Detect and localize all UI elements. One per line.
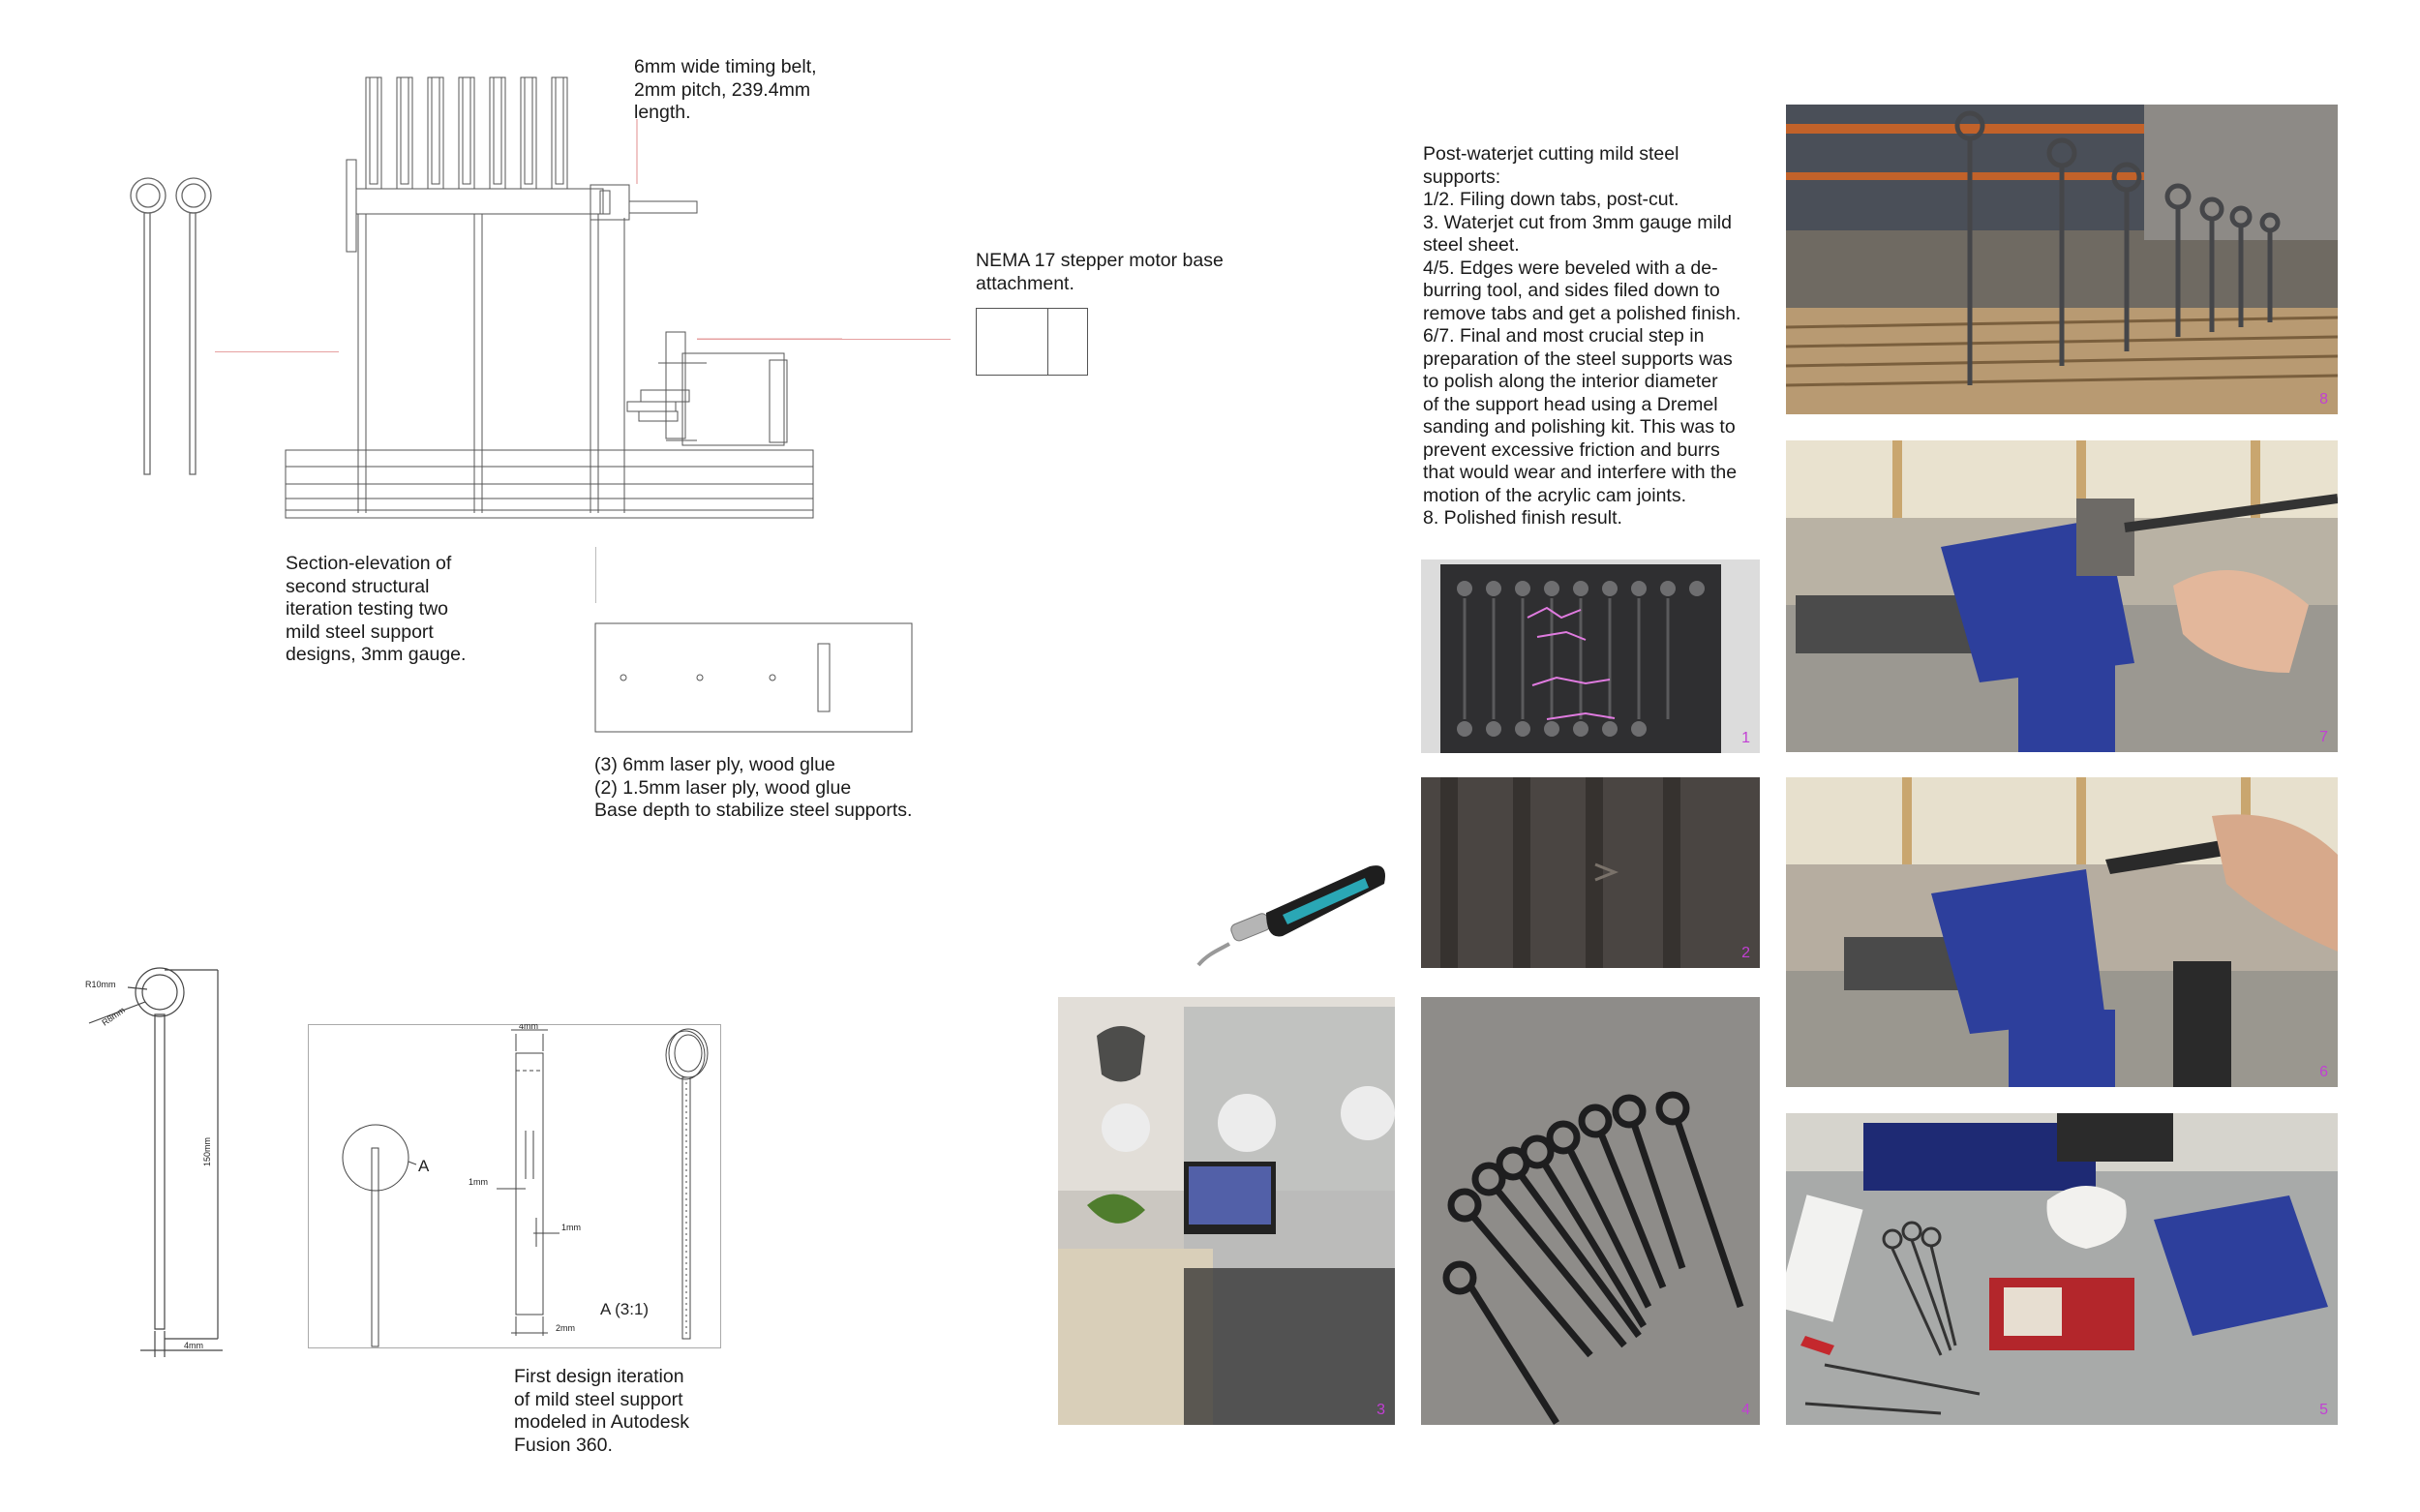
deburring-tool-image [1196, 865, 1385, 967]
detail-a-label: A [418, 1157, 430, 1175]
base-ply-caption: (3) 6mm laser ply, wood glue (2) 1.5mm l… [594, 754, 913, 821]
photo-number: 6 [2319, 1064, 2328, 1080]
photo-2-tab-closeup: 2 [1421, 777, 1760, 968]
top4-label: 4mm [519, 1024, 538, 1031]
one-mm-a-label: 1mm [469, 1177, 488, 1187]
photo-1-waterjet-sheet: 1 [1421, 559, 1760, 753]
detail-scale-label: A (3:1) [600, 1300, 649, 1318]
first-iteration-caption: First design iteration of mild steel sup… [514, 1366, 690, 1456]
photo-number: 7 [2319, 729, 2328, 745]
fusion-drawing-frame [308, 1024, 721, 1348]
photo-8-polished-supports: 8 [1786, 105, 2338, 414]
one-mm-b-label: 1mm [561, 1223, 581, 1232]
timing-belt-caption: 6mm wide timing belt, 2mm pitch, 239.4mm… [634, 56, 817, 123]
photo-number: 3 [1376, 1402, 1385, 1418]
section-elevation-caption: Section-elevation of second structural i… [286, 553, 467, 665]
photo-3-waterjet-machine: 3 [1058, 997, 1395, 1425]
leader-line-red [215, 351, 339, 352]
photo-4-loose-supports: 4 [1421, 997, 1760, 1425]
support-rings-elevation [124, 174, 221, 484]
photo-7-vise-filing: 7 [1786, 440, 2338, 752]
leader-line-motor [697, 339, 951, 340]
photo-number: 2 [1741, 945, 1750, 961]
r8-label: R8mm [100, 1005, 126, 1027]
nema-caption: NEMA 17 stepper motor base attachment. [976, 250, 1224, 294]
r10-label: R10mm [85, 980, 116, 989]
support-dimension-drawing: R10mm R8mm 150mm 4mm [85, 958, 242, 1365]
h150-label: 150mm [202, 1137, 212, 1166]
w4-label: 4mm [184, 1341, 203, 1350]
section-elevation-drawing [281, 73, 842, 528]
fusion-drawing-contents: 4mm 1mm 1mm 2mm A A (3:1) [308, 1024, 709, 1347]
vertical-guide-line [595, 547, 596, 603]
base-plate-drawing [594, 622, 914, 735]
photo-5-workbench-tools: 5 [1786, 1113, 2338, 1425]
photo-number: 8 [2319, 391, 2328, 408]
photo-number: 5 [2319, 1402, 2328, 1418]
nema-attachment-drawing [976, 308, 1088, 376]
photo-number: 1 [1741, 730, 1750, 746]
two-mm-label: 2mm [556, 1323, 575, 1333]
photo-6-dremel-polishing: 6 [1786, 777, 2338, 1087]
process-description: Post-waterjet cutting mild steel support… [1423, 143, 1741, 529]
photo-number: 4 [1741, 1402, 1750, 1418]
